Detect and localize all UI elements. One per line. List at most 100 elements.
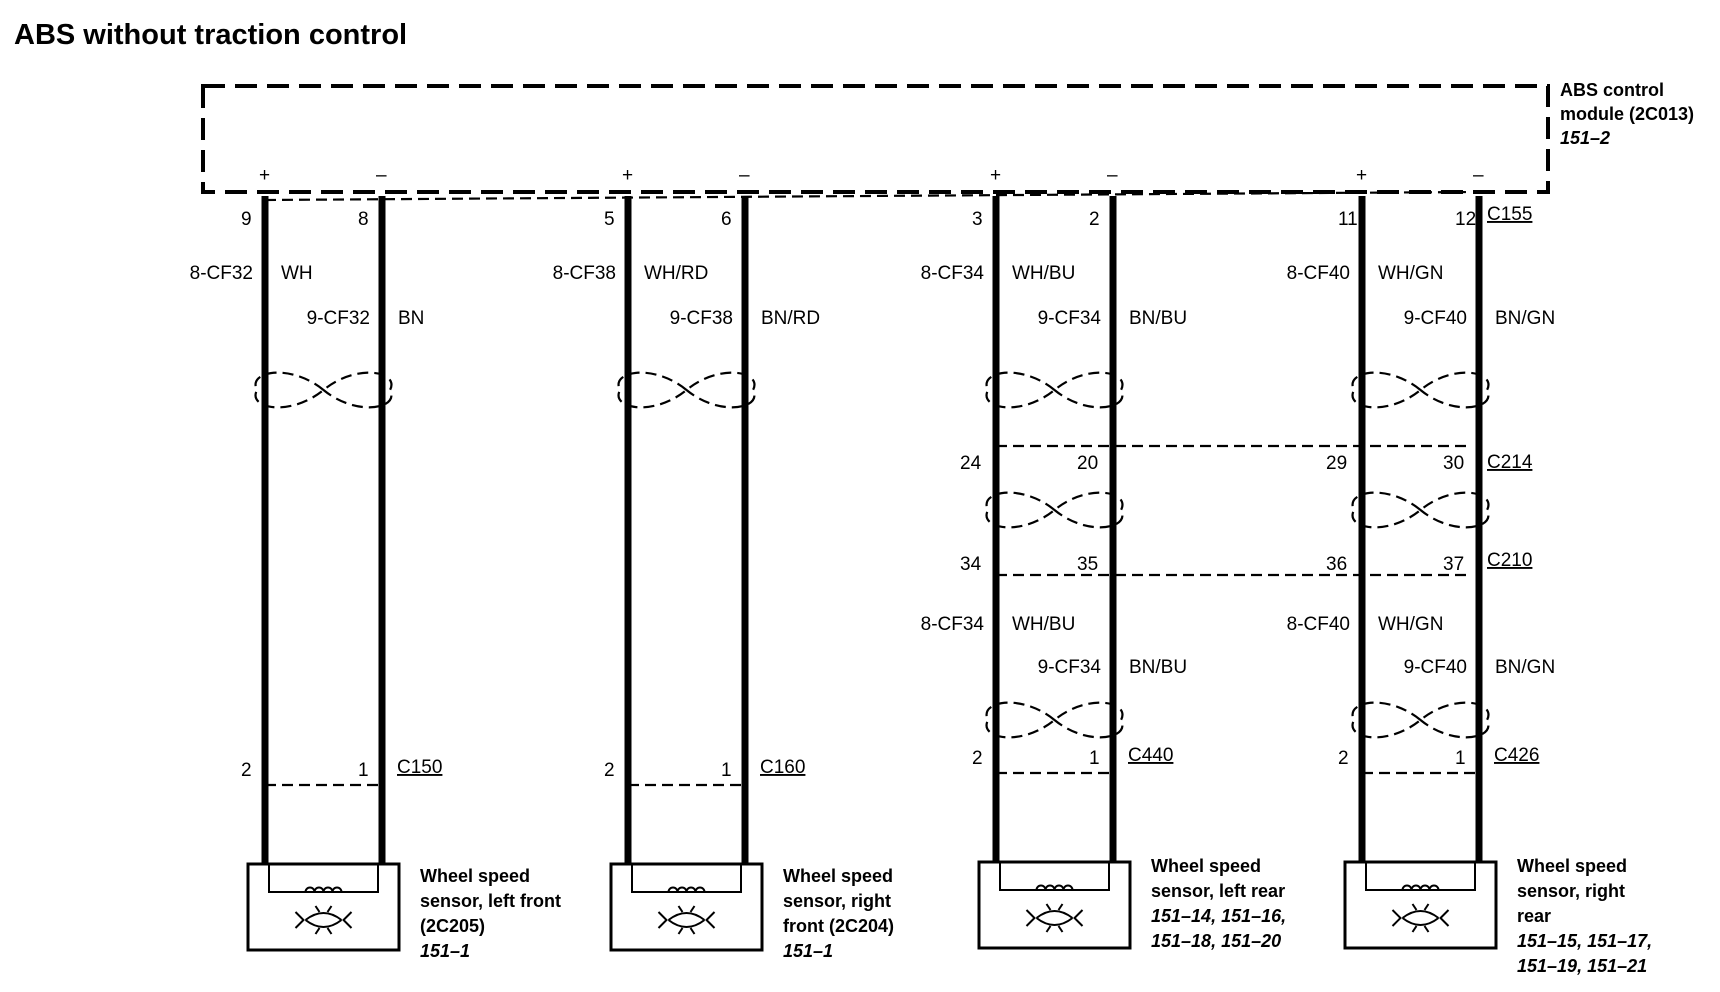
lower-circuit-positive: 8-CF34 — [921, 614, 985, 635]
sensor-name-line-2: sensor, right — [783, 891, 891, 911]
polarity-minus: – — [1473, 165, 1484, 186]
sensor-ref-line-1: 151–1 — [783, 941, 833, 961]
color-negative: BN/BU — [1129, 308, 1187, 329]
lower-color-negative: BN/GN — [1495, 657, 1555, 678]
sensor-name-line-2: sensor, left rear — [1151, 881, 1285, 901]
circuit-positive: 8-CF40 — [1287, 263, 1350, 284]
pin-c210-positive: 34 — [960, 554, 982, 575]
pin-c210-negative: 37 — [1443, 554, 1464, 575]
pin-negative: 2 — [1089, 209, 1100, 230]
sensor-body — [609, 862, 764, 952]
bottom-connector-label: C160 — [760, 757, 805, 778]
tone-ring-icon — [1025, 903, 1084, 933]
bottom-pin-positive: 2 — [972, 748, 983, 769]
circuit-negative: 9-CF34 — [1038, 308, 1102, 329]
pin-negative: 6 — [721, 209, 732, 230]
lower-color-positive: WH/BU — [1012, 614, 1075, 635]
connector-c210-label: C210 — [1487, 550, 1532, 571]
twisted-pair-lower — [1351, 701, 1490, 739]
circuit-negative: 9-CF40 — [1404, 308, 1467, 329]
sensor-coil-icon — [1035, 884, 1074, 891]
tone-ring-icon — [1391, 903, 1450, 933]
pin-positive: 11 — [1338, 209, 1358, 230]
color-positive: WH/RD — [644, 263, 708, 284]
bottom-pin-positive: 2 — [1338, 748, 1349, 769]
bottom-pin-negative: 1 — [1455, 748, 1466, 769]
sensor-coil-lead — [1365, 862, 1476, 891]
sensor-ref-line-1: 151–14, 151–16, — [1151, 906, 1286, 926]
sensor-name-line-1: Wheel speed — [1517, 856, 1627, 876]
bottom-connector-label: C426 — [1494, 745, 1539, 766]
sensor-name-line-2: sensor, right — [1517, 881, 1625, 901]
bottom-pin-negative: 1 — [1089, 748, 1100, 769]
sensor-coil-lead — [268, 864, 379, 893]
sensor-name-line-1: Wheel speed — [1151, 856, 1261, 876]
polarity-plus: + — [622, 165, 633, 186]
pin-c214-negative: 20 — [1077, 453, 1098, 474]
polarity-plus: + — [1356, 165, 1367, 186]
sensor-ref-line-2: 151–19, 151–21 — [1517, 956, 1647, 976]
polarity-plus: + — [990, 165, 1001, 186]
lower-color-positive: WH/GN — [1378, 614, 1443, 635]
lower-circuit-negative: 9-CF34 — [1038, 657, 1102, 678]
pin-positive: 3 — [972, 209, 983, 230]
pin-positive: 9 — [241, 209, 252, 230]
connector-c155-label: C155 — [1487, 204, 1532, 225]
pin-negative: 12 — [1455, 209, 1476, 230]
polarity-minus: – — [739, 165, 750, 186]
color-negative: BN/GN — [1495, 308, 1555, 329]
bottom-pin-negative: 1 — [721, 760, 732, 781]
sensor-name-line-2: sensor, left front — [420, 891, 561, 911]
sensor-name-line-3: rear — [1517, 906, 1551, 926]
sensor-ref-line-1: 151–1 — [420, 941, 470, 961]
polarity-plus: + — [259, 165, 270, 186]
bottom-pin-positive: 2 — [241, 760, 252, 781]
pin-c214-negative: 30 — [1443, 453, 1464, 474]
module-outline — [201, 84, 1550, 194]
tone-ring-icon — [657, 905, 716, 935]
sensor-body — [246, 862, 401, 952]
twisted-pair-middle — [985, 491, 1124, 529]
pin-c210-positive: 36 — [1326, 554, 1347, 575]
twisted-pair-upper — [254, 371, 393, 409]
bottom-pin-positive: 2 — [604, 760, 615, 781]
color-positive: WH — [281, 263, 313, 284]
bottom-connector-label: C150 — [397, 757, 442, 778]
color-negative: BN/RD — [761, 308, 820, 329]
pin-c210-negative: 35 — [1077, 554, 1098, 575]
lower-circuit-positive: 8-CF40 — [1287, 614, 1350, 635]
sensor-body — [977, 860, 1132, 950]
sensor-body — [1343, 860, 1498, 950]
lower-color-negative: BN/BU — [1129, 657, 1187, 678]
diagram-title: ABS without traction control — [14, 19, 407, 51]
twisted-pair-upper — [985, 371, 1124, 409]
sensor-name-line-3: (2C205) — [420, 916, 485, 936]
polarity-minus: – — [376, 165, 387, 186]
connector-c214-label: C214 — [1487, 452, 1533, 473]
twisted-pair-upper — [617, 371, 756, 409]
bottom-connector-label: C440 — [1128, 745, 1173, 766]
color-positive: WH/GN — [1378, 263, 1443, 284]
abs-control-module: ABS control module (2C013) 151–2 — [201, 80, 1694, 194]
color-positive: WH/BU — [1012, 263, 1075, 284]
pin-negative: 8 — [358, 209, 369, 230]
twisted-pair-lower — [985, 701, 1124, 739]
lower-circuit-negative: 9-CF40 — [1404, 657, 1467, 678]
circuit-negative: 9-CF38 — [670, 308, 733, 329]
sensor-coil-icon — [1401, 884, 1440, 891]
sensor-coil-lead — [631, 864, 742, 893]
sensor-coil-lead — [999, 862, 1110, 891]
sensor-name-line-1: Wheel speed — [783, 866, 893, 886]
circuit-positive: 8-CF34 — [921, 263, 985, 284]
sensor-ref-line-1: 151–15, 151–17, — [1517, 931, 1652, 951]
pin-c214-positive: 24 — [960, 453, 982, 474]
twisted-pair-middle — [1351, 491, 1490, 529]
tone-ring-icon — [294, 905, 353, 935]
sensor-name-line-1: Wheel speed — [420, 866, 530, 886]
